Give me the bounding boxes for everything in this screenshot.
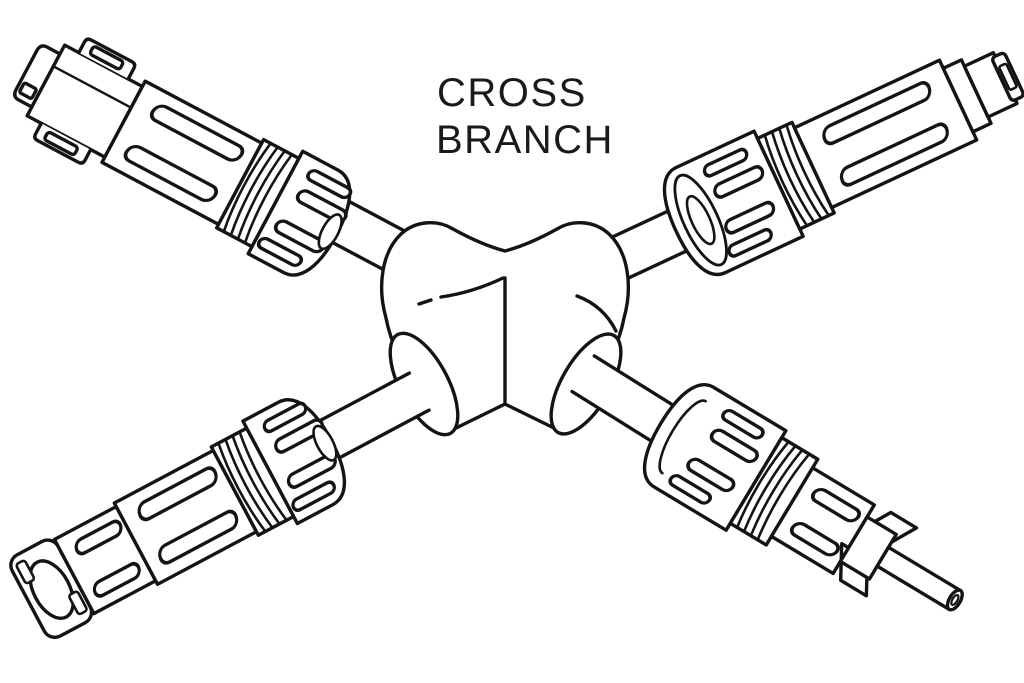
gland-grip-slots: [668, 408, 765, 505]
latch-slots: [137, 466, 239, 565]
mold-ridge-lines: [417, 276, 618, 406]
body-slots: [789, 488, 861, 557]
latch-slots: [822, 81, 949, 187]
thread-rings: [735, 440, 811, 542]
tip-recess: [998, 62, 1018, 91]
connector-bottom-left: [9, 398, 347, 640]
nose-slot: [18, 81, 38, 100]
connector-top-right: [662, 51, 1024, 277]
connector-bottom-right: [642, 383, 964, 612]
title-line-2: BRANCH: [436, 118, 614, 162]
title-block: CROSS BRANCH: [436, 71, 614, 162]
cable-entry-ring: [312, 424, 338, 462]
face-slot-upper: [15, 559, 36, 585]
gland-grip-slots: [702, 147, 776, 258]
latch-window-top: [88, 45, 125, 71]
socket-opening: [28, 559, 75, 620]
gland-face-arc: [658, 399, 707, 475]
thread-rings: [217, 430, 288, 533]
line-art-root: CROSS BRANCH: [9, 37, 1024, 640]
cable-entry-ring: [685, 194, 716, 246]
pin-end-hole: [950, 593, 960, 606]
thread-rings: [763, 123, 831, 227]
thread-rings: [222, 142, 294, 245]
connector-top-left: [13, 37, 353, 277]
face-slot-lower: [68, 590, 88, 616]
cable-entry-ring: [317, 213, 343, 251]
latch-window-bottom: [43, 130, 79, 157]
housing-edge: [52, 65, 133, 109]
title-line-1: CROSS: [437, 71, 587, 115]
gland-grip-slots: [256, 169, 353, 267]
housing-slots: [74, 519, 141, 598]
latch-slots: [123, 104, 245, 202]
